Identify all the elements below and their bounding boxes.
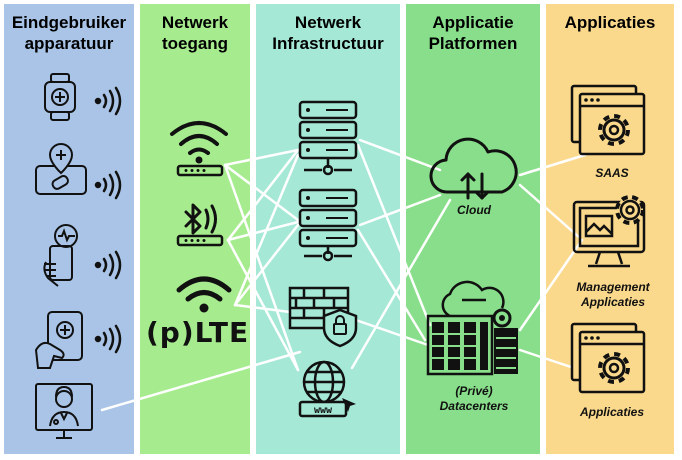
saas-window-gear-icon	[570, 84, 646, 156]
bluetooth-router-icon	[176, 203, 224, 247]
server-rack-icon	[298, 188, 358, 262]
tablet-hand-icon	[34, 311, 83, 369]
wireless-signal-icon	[94, 250, 122, 280]
column-infra: Netwerk Infrastructuur	[256, 4, 400, 454]
column-title-platforms: Applicatie Platformen	[428, 13, 518, 53]
wifi-lte-icon	[176, 276, 232, 313]
management-label: Management Applicaties	[576, 280, 650, 309]
wireless-signal-icon	[94, 324, 122, 354]
application-window-gear-icon	[570, 322, 646, 394]
saas-label: SAAS	[595, 166, 629, 180]
phone-location-icon	[35, 142, 87, 195]
column-title-devices: Eindgebruiker apparatuur	[11, 13, 127, 53]
lte-label: (p)LTE	[146, 316, 250, 349]
wireless-signal-icon	[94, 170, 122, 200]
datacenter-label: (Privé) Datacenters	[439, 384, 509, 413]
wireless-signal-icon	[94, 86, 122, 116]
firewall-icon	[288, 286, 358, 348]
svg-text:www: www	[314, 405, 333, 416]
datacenter-icon	[426, 280, 518, 376]
www-globe-icon: www	[298, 360, 356, 418]
hand-phone-health-icon	[43, 224, 78, 287]
monitor-gear-icon	[572, 195, 646, 268]
column-title-infra: Netwerk Infrastructuur	[272, 13, 384, 53]
column-title-access: Netwerk toegang	[161, 13, 229, 53]
column-platforms: Applicatie Platformen	[406, 4, 540, 454]
column-title-apps: Applicaties	[564, 13, 656, 32]
smartwatch-icon	[44, 73, 76, 121]
server-rack-icon	[298, 100, 358, 176]
cloud-label: Cloud	[457, 203, 491, 217]
cloud-sync-icon	[429, 137, 518, 200]
doctor-monitor-icon	[35, 383, 93, 439]
applications-label: Applicaties	[579, 405, 645, 419]
wifi-router-icon	[170, 121, 228, 177]
